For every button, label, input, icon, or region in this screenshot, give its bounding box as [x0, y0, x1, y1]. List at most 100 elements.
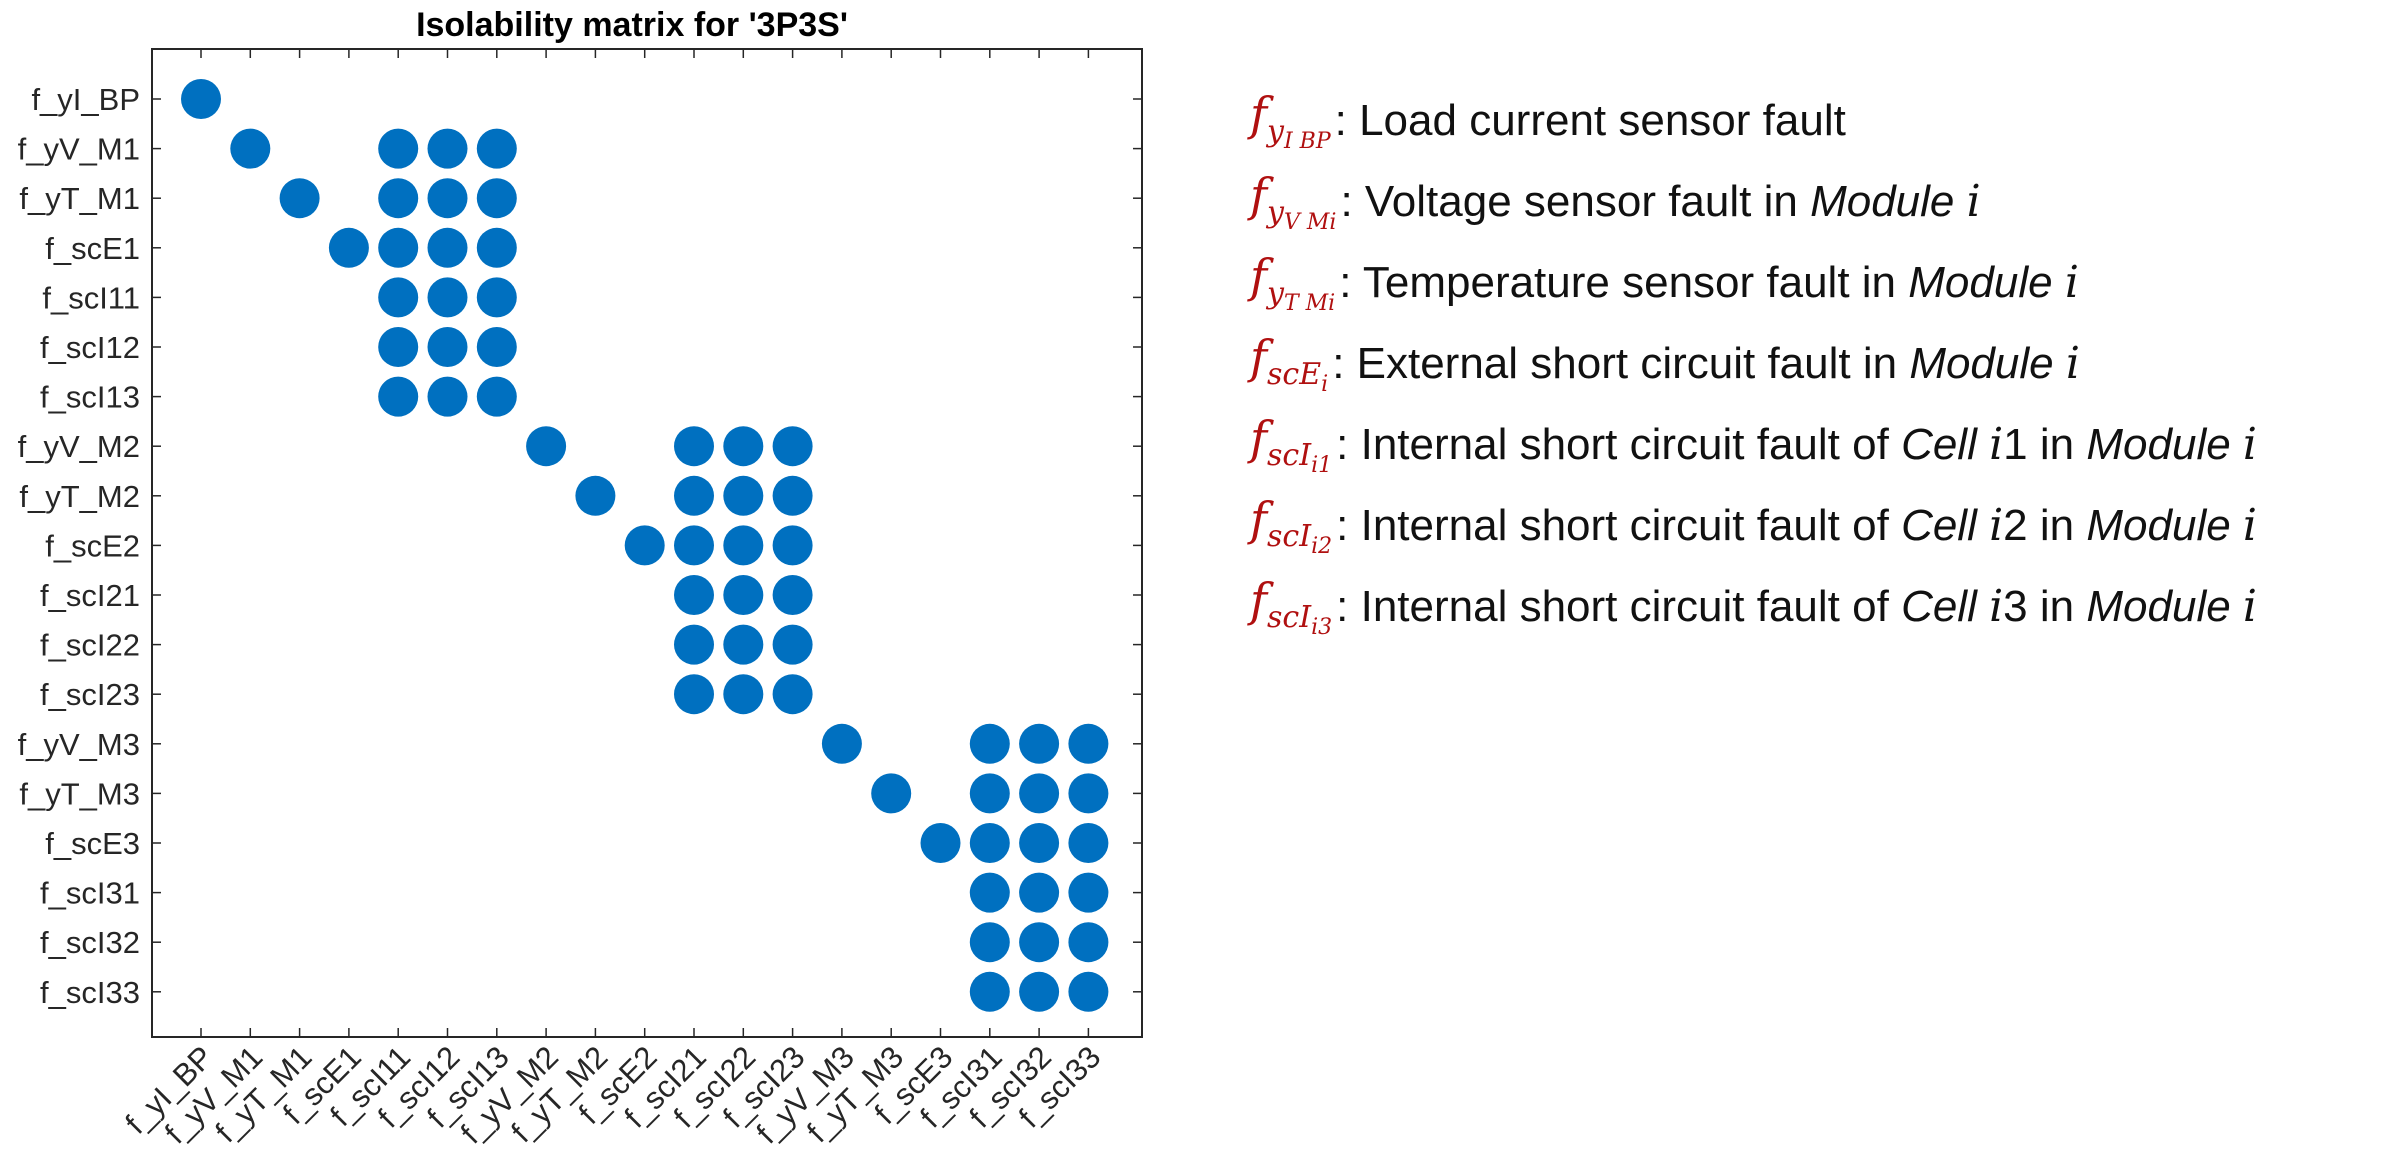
matrix-marker	[723, 674, 764, 715]
y-tick-label: f_scI33	[40, 975, 140, 1010]
matrix-marker	[969, 872, 1010, 913]
matrix-marker	[230, 128, 271, 169]
matrix-marker	[476, 227, 517, 268]
fault-description: : Temperature sensor fault in Module i	[1339, 257, 2079, 308]
matrix-marker	[476, 327, 517, 367]
matrix-marker	[378, 327, 419, 367]
y-tick-label: f_yT_M2	[19, 479, 140, 514]
fault-description: : Internal short circuit fault of Cell i…	[1336, 500, 2257, 551]
matrix-marker	[378, 277, 419, 318]
fault-symbol: fscIi3	[1250, 573, 1333, 640]
matrix-marker	[427, 327, 468, 367]
matrix-marker	[1019, 872, 1060, 913]
matrix-marker	[969, 922, 1010, 963]
matrix-marker	[772, 575, 813, 615]
matrix-marker	[1019, 922, 1060, 963]
matrix-marker	[427, 227, 468, 268]
matrix-marker	[1068, 773, 1109, 814]
matrix-marker	[723, 525, 764, 566]
y-tick-label: f_yV_M1	[18, 132, 140, 167]
matrix-marker	[1019, 773, 1060, 814]
matrix-marker	[378, 178, 419, 219]
matrix-marker	[575, 475, 616, 516]
y-tick-label: f_scI13	[40, 380, 140, 415]
matrix-marker	[1068, 823, 1109, 863]
matrix-marker	[871, 773, 912, 814]
matrix-marker	[476, 376, 517, 417]
matrix-marker	[772, 525, 813, 566]
matrix-marker	[624, 525, 665, 566]
y-tick-label: f_yT_M1	[19, 181, 140, 216]
y-tick-label: f_scI22	[40, 628, 140, 663]
fault-description: : Voltage sensor fault in Module i	[1340, 176, 1981, 227]
matrix-marker	[526, 426, 567, 467]
fault-symbol: fscEi	[1250, 330, 1329, 397]
matrix-marker	[427, 128, 468, 169]
matrix-marker	[476, 178, 517, 219]
markers	[181, 79, 1109, 1012]
y-tick-label: f_yI_BP	[31, 82, 140, 117]
fault-symbol: fyT Mi	[1250, 249, 1336, 316]
matrix-marker	[1019, 823, 1060, 863]
fault-description: : Load current sensor fault	[1334, 95, 1846, 145]
fault-description: : External short circuit fault in Module…	[1332, 338, 2080, 389]
fault-symbol: fscIi1	[1250, 411, 1333, 478]
matrix-marker	[674, 674, 714, 715]
matrix-marker	[723, 575, 764, 615]
matrix-marker	[476, 277, 517, 318]
fault-symbol: fyI BP	[1250, 87, 1331, 154]
isolability-matrix-chart: Isolability matrix for '3P3S' f_yI_BPf_y…	[18, 6, 1143, 1150]
matrix-marker	[1019, 971, 1060, 1012]
matrix-marker	[674, 575, 714, 615]
y-tick-label: f_scI11	[42, 280, 140, 315]
matrix-marker	[723, 426, 764, 467]
matrix-marker	[476, 128, 517, 169]
legend-item: fscIi1: Internal short circuit fault of …	[1250, 404, 2390, 485]
legend-item: fyI BP: Load current sensor fault	[1250, 80, 2390, 161]
matrix-marker	[821, 723, 862, 764]
y-tick-label: f_yV_M3	[18, 727, 140, 762]
matrix-marker	[1068, 872, 1109, 913]
legend-item: fscIi2: Internal short circuit fault of …	[1250, 485, 2390, 566]
fault-symbol: fyV Mi	[1250, 168, 1337, 235]
y-tick-label: f_scI21	[40, 578, 140, 613]
y-tick-label: f_scE2	[45, 528, 140, 563]
matrix-marker	[674, 475, 714, 516]
matrix-marker	[969, 773, 1010, 814]
fault-description: : Internal short circuit fault of Cell i…	[1336, 419, 2257, 470]
y-tick-label: f_yV_M2	[18, 429, 140, 464]
matrix-marker	[427, 376, 468, 417]
y-tick-label: f_scI31	[40, 876, 140, 911]
matrix-marker	[969, 723, 1010, 764]
legend-item: fyV Mi: Voltage sensor fault in Module i	[1250, 161, 2390, 242]
legend-item: fscEi: External short circuit fault in M…	[1250, 323, 2390, 404]
matrix-marker	[969, 971, 1010, 1012]
matrix-marker	[378, 128, 419, 169]
fault-description: : Internal short circuit fault of Cell i…	[1336, 581, 2257, 632]
matrix-marker	[279, 178, 320, 219]
y-tick-label: f_scI32	[40, 925, 140, 960]
y-tick-label: f_scI12	[40, 330, 140, 365]
legend-item: fscIi3: Internal short circuit fault of …	[1250, 566, 2390, 647]
matrix-marker	[920, 823, 961, 863]
y-axis-tick-labels: f_yI_BP f_yV_M1 f_yT_M1 f_scE1 f_scI11 f_scI1…	[18, 82, 140, 1010]
matrix-marker	[378, 227, 419, 268]
matrix-marker	[1068, 723, 1109, 764]
matrix-marker	[772, 426, 813, 467]
axis-ticks	[152, 49, 1142, 1037]
matrix-marker	[328, 227, 369, 268]
matrix-marker	[674, 525, 714, 566]
matrix-marker	[1068, 922, 1109, 963]
matrix-marker	[181, 79, 221, 119]
matrix-marker	[723, 475, 764, 516]
y-tick-label: f_yT_M3	[19, 776, 140, 811]
chart-title: Isolability matrix for '3P3S'	[416, 6, 848, 44]
y-tick-label: f_scI23	[40, 677, 140, 712]
y-tick-label: f_scE1	[45, 231, 140, 266]
matrix-marker	[772, 475, 813, 516]
matrix-marker	[674, 426, 714, 467]
matrix-marker	[1068, 971, 1109, 1012]
legend-item: fyT Mi: Temperature sensor fault in Modu…	[1250, 242, 2390, 323]
matrix-marker	[1019, 723, 1060, 764]
